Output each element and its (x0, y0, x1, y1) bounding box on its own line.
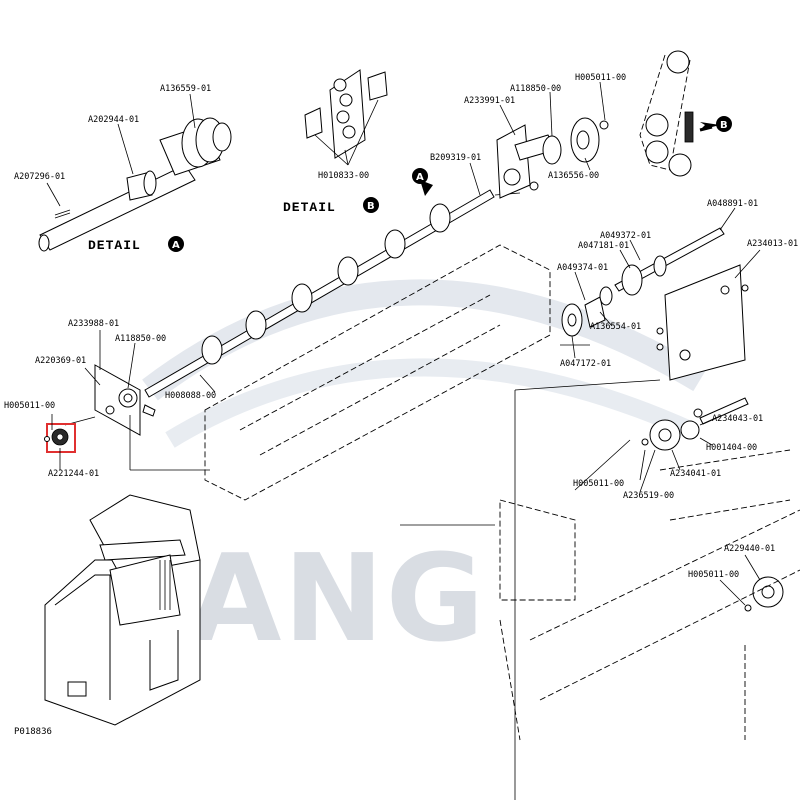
right-upper-bracket (496, 117, 609, 199)
part-label: B209319-01 (430, 153, 481, 163)
detail-a-label: DETAIL A (88, 236, 184, 253)
arrow-b-badge: B (720, 120, 728, 131)
detail-a-text: DETAIL (88, 238, 141, 253)
part-label: A233988-01 (68, 319, 119, 329)
figure-id: P018836 (14, 727, 52, 737)
part-label: A049372-01 (600, 231, 651, 241)
part-label: A234041-01 (670, 469, 721, 479)
part-label: H005011-00 (575, 73, 626, 83)
part-label: A233991-01 (464, 96, 515, 106)
detail-b-badge: B (367, 201, 375, 212)
part-label: A202944-01 (88, 115, 139, 125)
chain-sprockets (639, 50, 720, 177)
leader-lines (51, 81, 761, 606)
connector-lines (400, 344, 661, 800)
part-label: A049374-01 (557, 263, 608, 273)
part-label: A047172-01 (560, 359, 611, 369)
part-label: A207296-01 (14, 172, 65, 182)
part-labels: A136559-01 A202944-01 A207296-01 H010833… (4, 73, 798, 580)
part-label: H008088-00 (165, 391, 216, 401)
part-label: A221244-01 (48, 469, 99, 479)
part-label: A220369-01 (35, 356, 86, 366)
part-label: A234043-01 (712, 414, 763, 424)
part-label: H005011-00 (688, 570, 739, 580)
arrow-b: B (716, 116, 732, 132)
part-label: A136556-00 (548, 171, 599, 181)
part-label: H005011-00 (4, 401, 55, 411)
part-label: H010833-00 (318, 171, 369, 181)
part-label: A136554-01 (590, 322, 641, 332)
part-label: A234013-01 (747, 239, 798, 249)
copier-illustration (44, 494, 201, 726)
part-label: H005011-00 (573, 479, 624, 489)
roller-shaft (144, 189, 521, 398)
part-label: H001404-00 (706, 443, 757, 453)
part-label: A236519-00 (623, 491, 674, 501)
part-label: A136559-01 (160, 84, 211, 94)
arrow-a: A (412, 168, 433, 196)
frame-dashed (204, 244, 800, 741)
arrow-a-badge: A (416, 172, 424, 183)
gear-a221244-highlight[interactable] (44, 423, 76, 453)
part-label: A118850-00 (510, 84, 561, 94)
detail-b-label: DETAIL B (283, 197, 379, 215)
left-bracket (64, 364, 210, 471)
part-label: A048891-01 (707, 199, 758, 209)
lower-right-gears (641, 397, 784, 612)
part-label: A229440-01 (724, 544, 775, 554)
roller-set (201, 203, 451, 365)
right-gear-assembly (561, 227, 749, 381)
part-label: A118850-00 (115, 334, 166, 344)
detail-b-drawing (304, 69, 388, 166)
detail-a-drawing (38, 93, 232, 252)
part-label: A047181-01 (578, 241, 629, 251)
detail-a-badge: A (172, 240, 180, 251)
detail-b-text: DETAIL (283, 200, 336, 215)
